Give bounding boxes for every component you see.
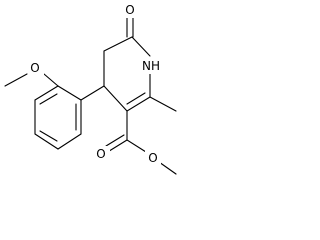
atom-labels: O O NH O O (28, 2, 163, 166)
carbonyl-oxygen: O (122, 2, 138, 18)
ring-nitrogen: NH (139, 58, 163, 74)
chemical-structure: O O NH O O (4, 2, 177, 175)
methoxy-oxygen-label: O (30, 61, 39, 75)
bond-methoxy-o-aryl (43, 73, 59, 87)
bonds (4, 13, 177, 175)
bond-c2-c3 (126, 96, 151, 112)
bond-ester-co-double (105, 134, 125, 147)
bond-c3-c4 (103, 85, 128, 112)
bond-aryl-6 (34, 85, 59, 101)
bond-aryl-3 (57, 133, 82, 150)
bond-ester-oether (126, 139, 147, 153)
bond-c5-c6 (103, 36, 133, 52)
bond-c6-n (131, 36, 151, 57)
bond-c2-c3-double (126, 92, 146, 105)
bond-oether-methyl (158, 161, 177, 175)
ester-ether-oxygen-label: O (148, 151, 157, 165)
bond-aryl-inner-3 (39, 130, 58, 142)
ring-nitrogen-label: NH (142, 59, 160, 73)
bond-aryl-inner-1 (39, 93, 58, 105)
ester-carbonyl-oxygen-label: O (96, 147, 105, 161)
bond-c2-methyl (149, 96, 177, 112)
ester-carbonyl-oxygen: O (94, 146, 110, 162)
bond-aryl-c4 (80, 85, 105, 101)
bond-aryl-4 (34, 133, 59, 150)
bond-methyl-methoxy (4, 73, 28, 87)
ester-ether-oxygen: O (145, 150, 161, 166)
bond-aryl-1 (57, 85, 82, 101)
methoxy-oxygen: O (28, 60, 44, 76)
carbonyl-oxygen-label: O (125, 3, 134, 17)
